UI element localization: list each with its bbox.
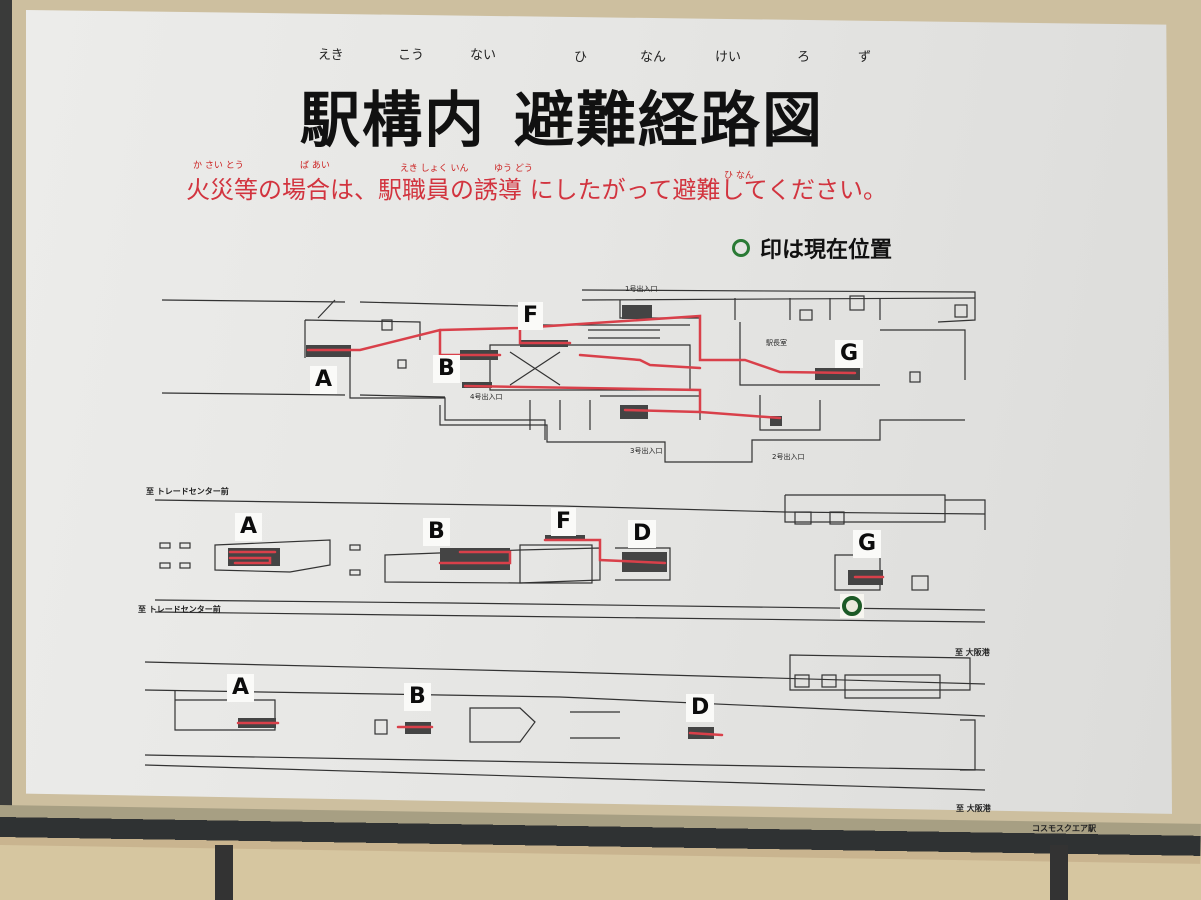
notice-ruby: えき しょく いん <box>400 164 469 174</box>
tile-grout <box>215 845 233 900</box>
stair-tag-a-lower: A <box>227 674 255 702</box>
stair-tag-b-middle: B <box>423 518 450 546</box>
notice-ruby: ひ なん <box>724 171 754 181</box>
title-ruby: けい <box>715 50 742 65</box>
stair-tag-a-middle: A <box>235 513 263 541</box>
exit-3-label: 3号出入口 <box>630 447 663 455</box>
station-master-office-label: 駅長室 <box>766 339 787 347</box>
stair-tag-g-upper: G <box>835 340 864 368</box>
notice-ruby: ゆう どう <box>494 164 533 174</box>
tile-grout <box>1050 845 1068 900</box>
title-evacuation-route-map: 避難経路図 <box>514 86 824 156</box>
title-ruby: ず <box>858 50 872 65</box>
title-ruby: ひ <box>574 50 588 65</box>
green-circle-icon <box>732 239 750 257</box>
title-station-premises: 駅構内 <box>300 86 486 156</box>
direction-label-trade-center: 至 トレードセンター前 <box>138 605 221 614</box>
stair-tag-b-upper: B <box>433 355 460 383</box>
title-ruby: ろ <box>797 50 811 65</box>
legend-text: 印は現在位置 <box>760 238 893 263</box>
title-ruby: なん <box>640 50 667 65</box>
direction-label-osakako: 至 大阪港 <box>956 804 991 813</box>
exit-2-label: 2号出入口 <box>772 453 805 461</box>
notice-ruby: か さい とう <box>193 161 244 171</box>
title-ruby: こう <box>398 48 425 63</box>
stair-tag-d-lower: D <box>686 694 715 722</box>
evacuation-notice: 火災等の場合は、駅職員の誘導 にしたがって避難してください。 <box>186 176 887 204</box>
exit-4-label: 4号出入口 <box>470 393 503 401</box>
stair-tag-f-upper: F <box>518 302 544 330</box>
notice-ruby: ば あい <box>300 161 330 171</box>
title-ruby: ない <box>470 48 497 63</box>
green-circle-icon <box>842 596 862 616</box>
wall-tile <box>0 0 12 900</box>
page-title: 駅構内避難経路図 <box>300 72 824 159</box>
exit-1-label: 1号出入口 <box>625 285 658 293</box>
stair-tag-f-middle: F <box>551 508 577 536</box>
current-position-marker <box>840 594 864 618</box>
evacuation-map-poster <box>26 10 1172 814</box>
stair-tag-d-middle: D <box>628 520 657 548</box>
station-name: コスモスクエア駅 <box>1032 824 1096 833</box>
stair-tag-a-upper: A <box>310 366 338 394</box>
stair-tag-g-middle: G <box>853 530 882 558</box>
direction-label-trade-center: 至 トレードセンター前 <box>146 487 229 496</box>
stair-tag-b-lower: B <box>404 683 431 711</box>
title-ruby: えき <box>318 48 344 63</box>
direction-label-osakako: 至 大阪港 <box>955 648 990 657</box>
legend: 印は現在位置 <box>732 232 892 264</box>
